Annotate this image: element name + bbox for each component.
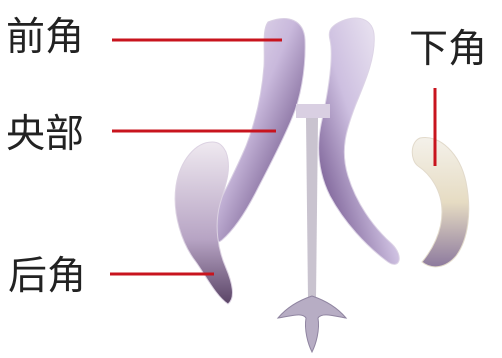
right-inferior-horn (411, 137, 470, 268)
label-front-horn: 前角 (6, 15, 85, 60)
right-lateral-ventricle (318, 17, 400, 265)
left-posterior-horn (174, 141, 233, 305)
label-posterior-horn: 后角 (8, 254, 87, 299)
label-inferior-horn: 下角 (409, 27, 488, 72)
label-central-part: 央部 (6, 112, 85, 157)
third-ventricle-stalk (306, 118, 318, 300)
interventricular-bridge (296, 104, 330, 118)
fourth-ventricle (276, 295, 348, 354)
